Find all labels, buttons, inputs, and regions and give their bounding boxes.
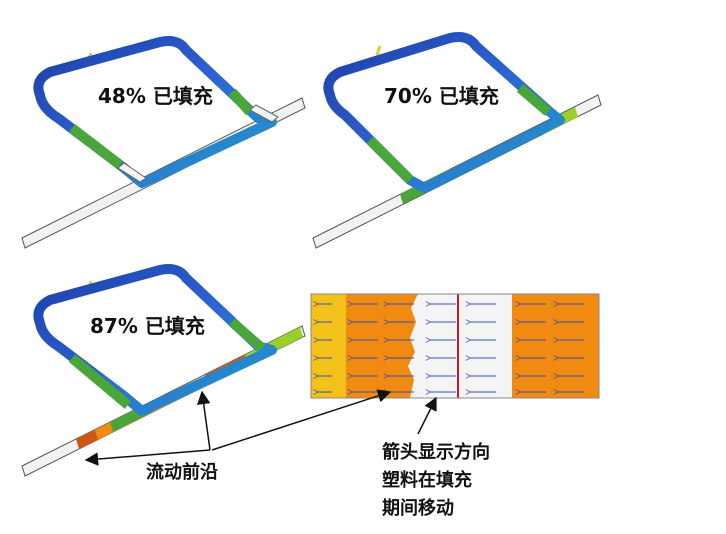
- fill-segment: [228, 88, 254, 116]
- fill-segment: [228, 318, 266, 352]
- annotation-arrows: [84, 389, 437, 466]
- flow-front-label: 流动前沿: [146, 461, 218, 483]
- flow-front-closeup: [310, 293, 600, 399]
- panel-48-label: 48% 已填充: [98, 84, 213, 108]
- panel-87-label: 87% 已填充: [90, 314, 205, 338]
- arrow-note-line1: 箭头显示方向: [382, 441, 490, 463]
- arrow-note-line3: 期间移动: [382, 497, 454, 519]
- unfilled-link: [117, 162, 147, 183]
- arrow-note-line2: 塑料在填充: [382, 469, 472, 491]
- unfilled-region: [408, 294, 512, 398]
- cavity-frame: [33, 264, 277, 416]
- panel-87: 87% 已填充: [21, 264, 306, 477]
- pointer-arrow: [417, 396, 437, 435]
- cavity-frame: [33, 36, 277, 188]
- pointer-arrow: [211, 389, 392, 451]
- pointer-arrow: [84, 449, 211, 466]
- cavity-frame: [323, 32, 565, 193]
- sprue-icon: [375, 45, 382, 56]
- unfilled-link: [249, 104, 279, 123]
- fill-segment: [68, 124, 124, 169]
- fill-segment: [68, 354, 132, 409]
- panel-70: 70% 已填充: [312, 32, 602, 249]
- runner-filled: [76, 430, 98, 449]
- fill-segment: [366, 136, 414, 184]
- pointer-arrow: [196, 390, 211, 451]
- fill-segment: [516, 84, 552, 116]
- panel-70-label: 70% 已填充: [384, 84, 499, 108]
- panel-48: 48% 已填充: [21, 36, 306, 249]
- flow-arrows: [318, 304, 584, 392]
